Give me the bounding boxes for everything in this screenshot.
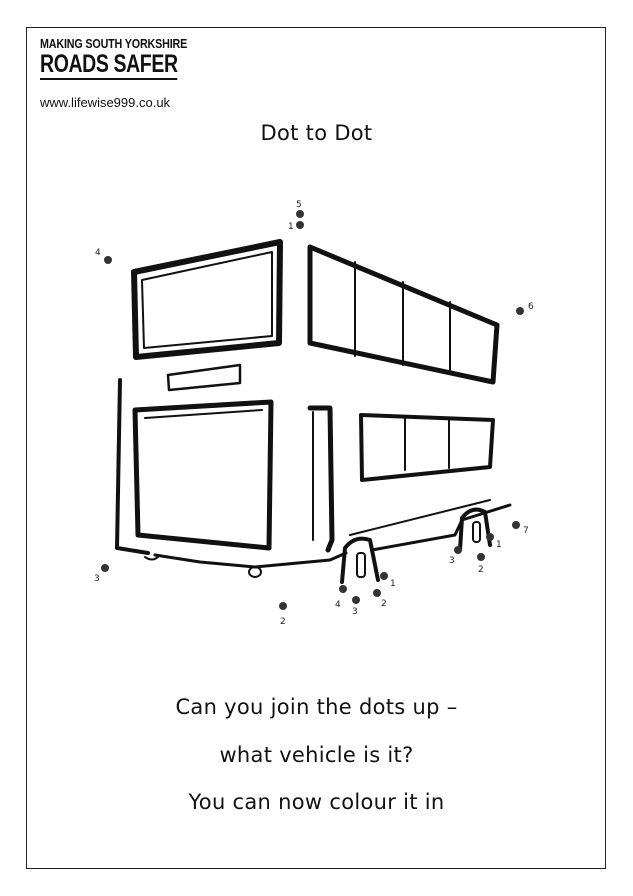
- rear-wheel-arch: [458, 507, 492, 552]
- website-url: www.lifewise999.co.uk: [40, 95, 171, 110]
- front-wheel-arch: [340, 536, 380, 584]
- dot-label: 7: [523, 526, 529, 536]
- lower-side-windows: [359, 413, 495, 482]
- destination-sign: [166, 363, 242, 392]
- dot-label: 4: [335, 600, 341, 610]
- dot-label: 2: [478, 565, 484, 575]
- dot-label: 1: [390, 579, 396, 589]
- lamp: [248, 566, 262, 578]
- dot-label: 1: [288, 222, 294, 232]
- dot-label: 2: [280, 617, 286, 627]
- lower-front-window: [132, 399, 274, 551]
- page-title: Dot to Dot: [260, 121, 373, 145]
- dot-label: 6: [528, 302, 534, 312]
- dot-label: 1: [496, 540, 502, 550]
- instruction-line-2: what vehicle is it?: [219, 743, 414, 767]
- dot-label: 4: [95, 248, 101, 258]
- upper-side-windows: [307, 244, 500, 385]
- upper-front-window: [131, 239, 283, 360]
- instruction-line-1: Can you join the dots up –: [175, 695, 458, 719]
- dot-label: 5: [296, 200, 302, 210]
- dot-label: 3: [352, 607, 358, 617]
- instruction-line-3: You can now colour it in: [188, 790, 445, 814]
- dot-label: 2: [381, 599, 387, 609]
- dot-label: 3: [449, 556, 455, 566]
- dot-label: 3: [94, 574, 100, 584]
- road-safety-logo: MAKING SOUTH YORKSHIRE ROADS SAFER: [40, 38, 190, 80]
- logo-tagline: MAKING SOUTH YORKSHIRE: [40, 37, 188, 51]
- bus-dot-to-dot-drawing: 5 1 4 6 3 2 4 3 2 1 3 2 1 7: [94, 200, 534, 627]
- worksheet-border: [26, 27, 606, 869]
- logo-title: ROADS SAFER: [40, 50, 178, 80]
